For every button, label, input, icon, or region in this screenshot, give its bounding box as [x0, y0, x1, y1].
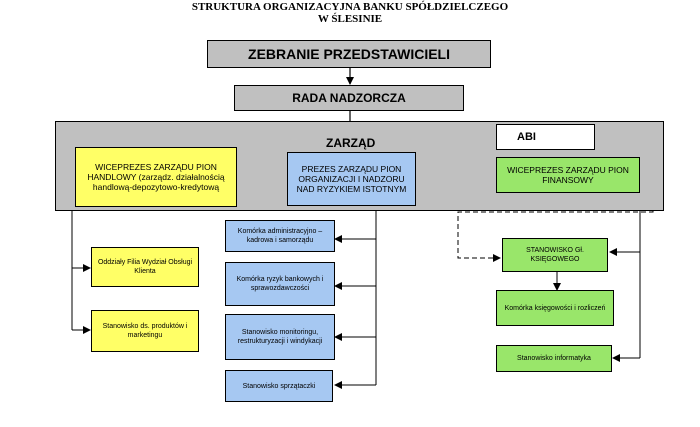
oddzialy-box: Oddziały Filia Wydział Obsługi Klienta	[91, 247, 199, 287]
chart-title-line2: W ŚLESINIE	[317, 13, 383, 25]
komorka-administracyjna-box: Komórka administracyjno – kadrowa i samo…	[225, 220, 335, 252]
chart-title-line1: STRUKTURA ORGANIZACYJNA BANKU SPÓŁDZIELC…	[191, 1, 509, 13]
zebranie-przedstawicieli-box: ZEBRANIE PRZEDSTAWICIELI	[207, 40, 491, 68]
stanowisko-sprzataczki-box: Stanowisko sprzątaczki	[225, 370, 333, 402]
wiceprezes-pion-finansowy-box: WICEPREZES ZARZĄDU PION FINANSOWY	[496, 157, 640, 193]
zarzad-label: ZARZĄD	[326, 136, 376, 150]
prezes-zarzadu-box: PREZES ZARZĄDU PION ORGANIZACJI I NADZOR…	[287, 152, 416, 206]
stanowisko-monitoringu-box: Stanowisko monitoringu, restrukturyzacji…	[225, 314, 335, 360]
stanowisko-gl-ksiegowego-box: STANOWISKO Gł. KSIĘGOWEGO	[502, 238, 608, 272]
komorka-ksiegowosci-box: Komórka księgowości i rozliczeń	[496, 290, 614, 326]
stanowisko-produktow-box: Stanowisko ds. produktów i marketingu	[91, 310, 199, 352]
stanowisko-informatyka-box: Stanowisko informatyka	[496, 345, 612, 372]
abi-box: ABI	[496, 124, 595, 150]
rada-nadzorcza-box: RADA NADZORCZA	[234, 85, 464, 111]
komorka-ryzyk-box: Komórka ryzyk bankowych i sprawozdawczoś…	[225, 262, 335, 306]
wiceprezes-pion-handlowy-box: WICEPREZES ZARZĄDU PION HANDLOWY (zarząd…	[75, 147, 237, 207]
